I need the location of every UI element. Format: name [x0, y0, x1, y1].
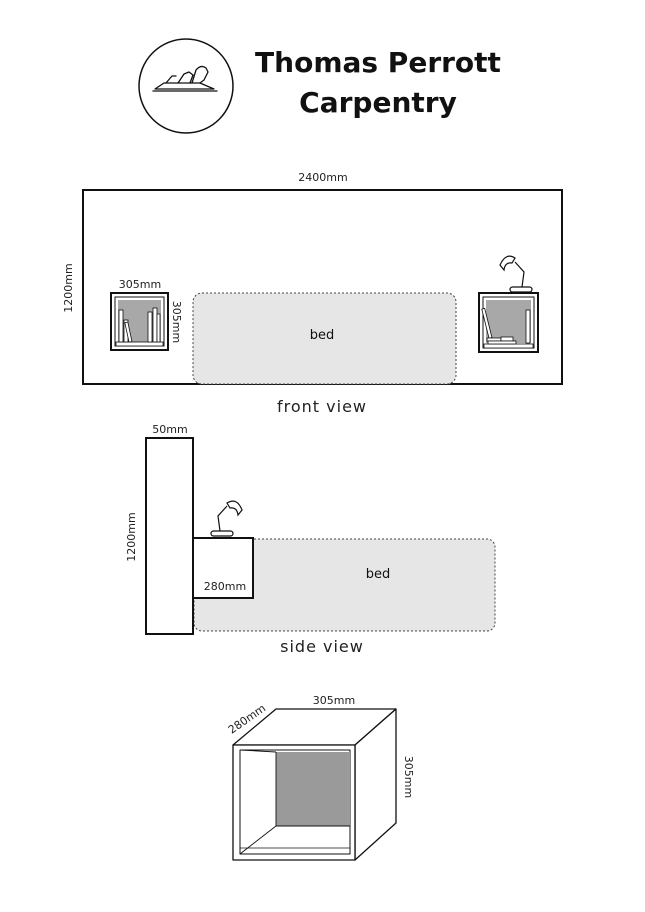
- side-view-caption: side view: [280, 637, 364, 656]
- headboard-side: [145, 437, 194, 635]
- bed-outline-front: [192, 292, 457, 385]
- logo: [138, 38, 234, 134]
- bed-label-front: bed: [310, 328, 335, 343]
- shelf-detail: 280mm 305mm 305mm: [226, 694, 415, 861]
- shelf-height-label: 305mm: [170, 301, 183, 343]
- brand-title-line2: Carpentry: [299, 86, 457, 119]
- shelf-side: [192, 537, 254, 599]
- side-depth-label: 50mm: [152, 423, 187, 436]
- logo-ring: [138, 38, 234, 134]
- front-width-label: 2400mm: [298, 171, 347, 184]
- detail-height-label: 305mm: [402, 756, 415, 798]
- side-view: 50mm 1200mm 280mm bed side view: [125, 423, 496, 656]
- books-icon: [118, 307, 161, 343]
- books-icon: [481, 307, 531, 345]
- shelf-width-label: 305mm: [119, 278, 161, 291]
- left-bookshelf: [110, 292, 169, 351]
- side-height-label: 1200mm: [125, 512, 138, 561]
- desk-lamp-icon: [210, 500, 243, 537]
- front-view: 2400mm 1200mm bed 305mm 305mm: [62, 171, 563, 416]
- front-height-label: 1200mm: [62, 263, 75, 312]
- bed-label-side: bed: [366, 567, 391, 582]
- desk-lamp-icon: [499, 255, 533, 293]
- right-bookshelf: [478, 292, 539, 353]
- detail-width-label: 305mm: [313, 694, 355, 707]
- shelf-depth-label: 280mm: [204, 580, 246, 593]
- front-view-caption: front view: [277, 397, 367, 416]
- cube-shelf: [232, 708, 397, 861]
- hand-plane-icon: [152, 65, 218, 92]
- brand-title-line1: Thomas Perrott: [255, 46, 501, 79]
